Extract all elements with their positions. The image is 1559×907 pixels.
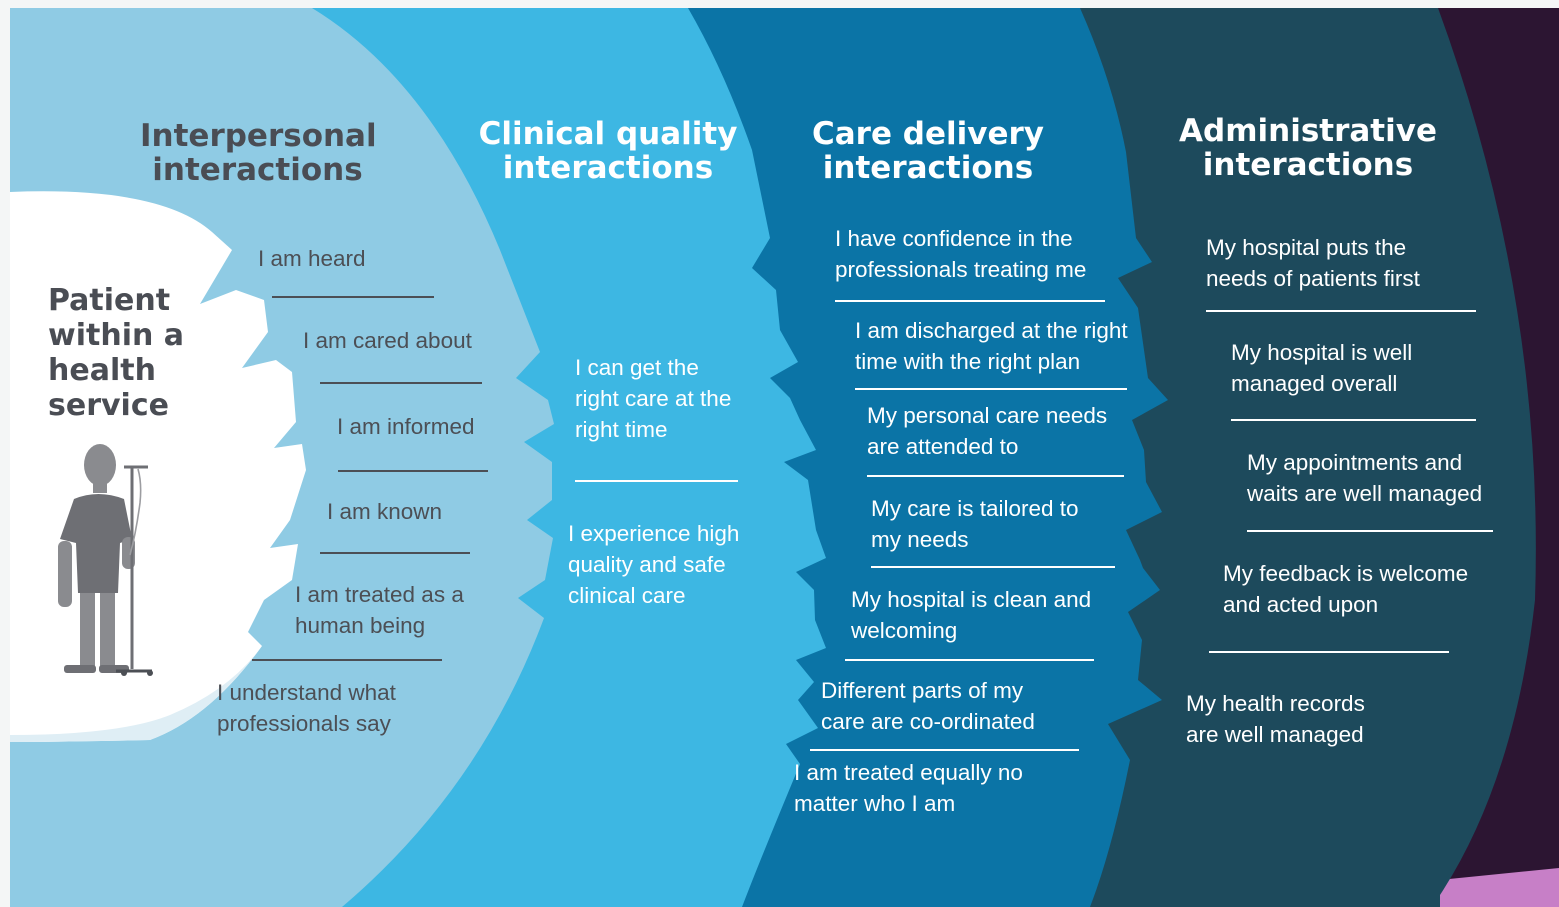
administrative-item: My appointments and waits are well manag… (1247, 450, 1483, 506)
divider (1231, 419, 1476, 421)
clinical-quality-item: I experience high quality and safe clini… (568, 521, 740, 608)
patient-title-line: service (48, 388, 169, 423)
care-delivery-item: I am discharged at the right time with t… (855, 318, 1128, 374)
administrative-item: My hospital is well managed overall (1231, 340, 1413, 396)
divider (1206, 310, 1476, 312)
care-delivery-item: My hospital is clean and welcoming (851, 587, 1092, 643)
interpersonal-item: I am informed (337, 414, 475, 439)
administrative-item: My health records are well managed (1186, 691, 1365, 747)
divider (1247, 530, 1493, 532)
care-delivery-item: I am treated equally no matter who I am (794, 760, 1023, 816)
care-delivery-item: Different parts of my care are co-ordina… (821, 678, 1035, 734)
divider (338, 470, 488, 472)
care-delivery-item: My personal care needs are attended to (867, 403, 1108, 459)
patient-title: Patient within a health service (48, 283, 184, 423)
patient-with-iv-drip-icon (58, 444, 153, 676)
clinical-quality-item: I can get the right care at the right ti… (575, 355, 732, 442)
patient-center-shade (10, 646, 262, 742)
divider (835, 300, 1105, 302)
interpersonal-item: I understand what professionals say (217, 680, 396, 736)
care-delivery-item: My care is tailored to my needs (871, 496, 1079, 552)
divider (871, 566, 1115, 568)
care-delivery-item: I have confidence in the professionals t… (835, 226, 1087, 282)
divider (810, 749, 1079, 751)
patient-title-line: within a (48, 318, 185, 353)
divider (272, 296, 434, 298)
interpersonal-heading: Interpersonal interactions (140, 118, 377, 188)
divider (320, 552, 470, 554)
divider (867, 475, 1124, 477)
divider (855, 388, 1127, 390)
divider (1209, 651, 1449, 653)
divider (575, 480, 738, 482)
administrative-item: My feedback is welcome and acted upon (1223, 561, 1469, 617)
clinical-quality-heading: Clinical quality interactions (478, 116, 738, 186)
interpersonal-item: I am treated as a human being (295, 582, 464, 638)
patient-title-line: Patient (48, 283, 171, 318)
care-delivery-heading: Care delivery interactions (812, 116, 1044, 186)
interpersonal-item: I am known (327, 499, 443, 524)
interpersonal-item: I am heard (258, 246, 366, 271)
administrative-item: My hospital puts the needs of patients f… (1206, 235, 1420, 291)
interpersonal-item: I am cared about (303, 328, 472, 353)
patient-title-line: health (48, 353, 156, 388)
divider (320, 382, 482, 384)
divider (845, 659, 1094, 661)
administrative-heading: Administrative interactions (1179, 113, 1437, 183)
divider (252, 659, 442, 661)
